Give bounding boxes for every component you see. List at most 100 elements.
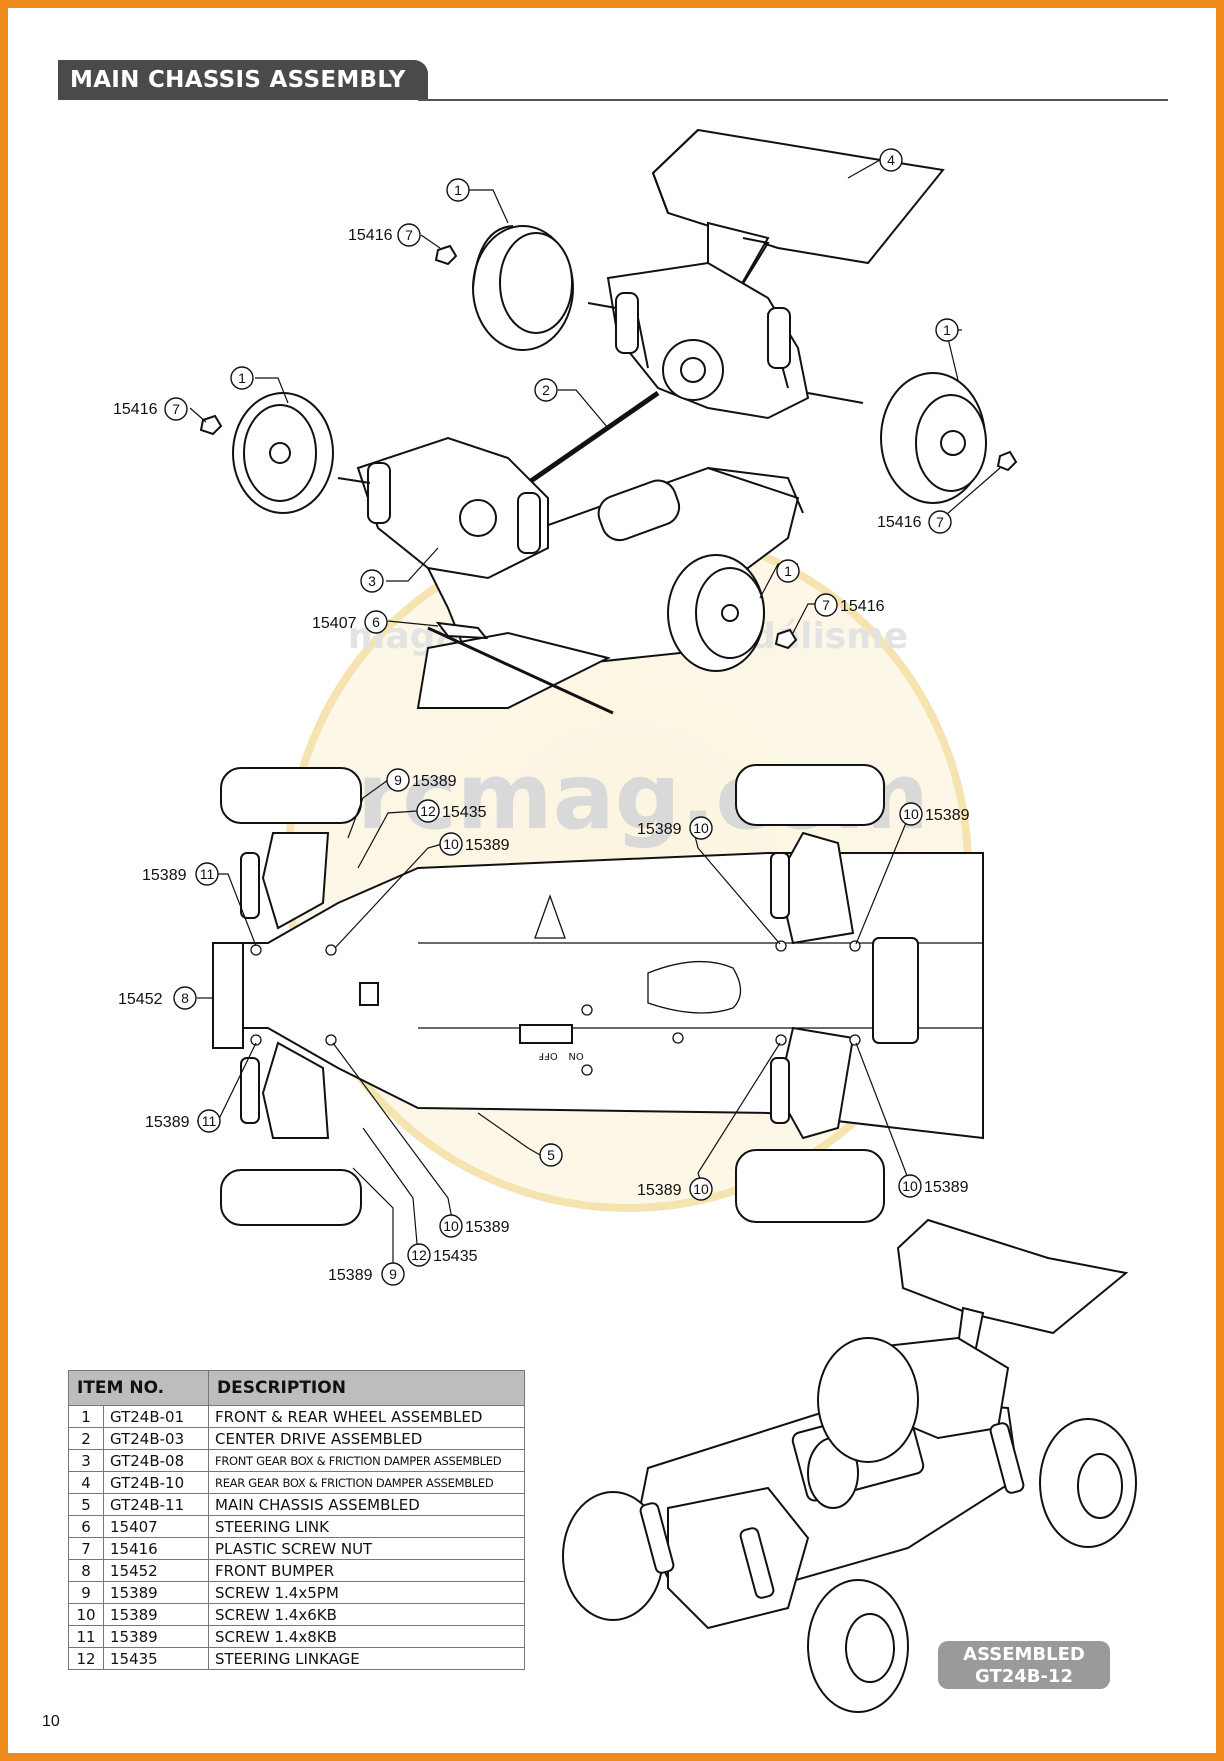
- assembled-wing: [896, 1218, 1129, 1335]
- svg-text:9: 9: [394, 772, 402, 788]
- svg-text:8: 8: [181, 990, 189, 1006]
- switch-off-label: OFF: [538, 1050, 558, 1061]
- front-right-arm: [261, 1041, 330, 1139]
- callout-10-top-rear-left: 15389 10: [637, 816, 713, 840]
- svg-text:2: 2: [542, 382, 550, 398]
- row-description: FRONT BUMPER: [208, 1559, 525, 1582]
- steering-link: [435, 621, 489, 640]
- svg-text:7: 7: [822, 597, 830, 613]
- shock: [240, 852, 260, 919]
- svg-text:15389: 15389: [465, 837, 510, 854]
- table-row: 4 GT24B-10 REAR GEAR BOX & FRICTION DAMP…: [68, 1471, 525, 1494]
- table-row: 9 15389 SCREW 1.4x5PM: [68, 1581, 525, 1604]
- underside-view: OFF ON: [212, 764, 984, 1226]
- wheel-front-right: [667, 554, 765, 672]
- svg-text:10: 10: [902, 1178, 918, 1194]
- screws: [250, 940, 861, 1076]
- svg-text:10: 10: [443, 1218, 459, 1234]
- svg-text:6: 6: [372, 614, 380, 630]
- assembled-badge-line2: GT24B-12: [974, 1666, 1074, 1687]
- table-row: 12 15435 STEERING LINKAGE: [68, 1647, 525, 1670]
- svg-text:1: 1: [943, 322, 951, 338]
- shock: [770, 852, 790, 919]
- wheel-rear-top: [735, 764, 885, 826]
- table-row: 2 GT24B-03 CENTER DRIVE ASSEMBLED: [68, 1427, 525, 1450]
- header-description: DESCRIPTION: [208, 1370, 525, 1406]
- table-row: 7 15416 PLASTIC SCREW NUT: [68, 1537, 525, 1560]
- callout-1-rear-left: 1: [446, 178, 470, 202]
- center-drive-shaft: [526, 390, 660, 486]
- svg-text:12: 12: [411, 1247, 427, 1263]
- row-description: SCREW 1.4x8KB: [208, 1625, 525, 1648]
- svg-text:15389: 15389: [637, 1182, 682, 1199]
- svg-text:15416: 15416: [348, 227, 393, 244]
- wheel-front-top: [220, 767, 362, 824]
- svg-text:5: 5: [547, 1147, 555, 1163]
- svg-text:15389: 15389: [925, 807, 970, 824]
- callout-1-front-right: 1: [776, 559, 800, 583]
- callout-2-center-drive: 2: [534, 378, 558, 402]
- row-item: 15407: [103, 1515, 209, 1538]
- row-description: MAIN CHASSIS ASSEMBLED: [208, 1493, 525, 1516]
- assembled-badge: ASSEMBLED GT24B-12: [938, 1641, 1110, 1689]
- svg-text:15389: 15389: [145, 1114, 190, 1131]
- callout-10-bottom-rear-left: 15389 10: [637, 1177, 713, 1201]
- callout-9-bottom: 15389 9: [328, 1262, 405, 1286]
- row-description: SCREW 1.4x5PM: [208, 1581, 525, 1604]
- callout-3-front-gearbox: 3: [360, 569, 384, 593]
- nut: [199, 414, 223, 436]
- rib-triangle: [534, 894, 566, 939]
- power-switch: [519, 1024, 573, 1044]
- assembled-badge-line1: ASSEMBLED: [963, 1644, 1085, 1665]
- underside-callouts: 9 15389 12 15435 10 15389 15389 11 15452: [118, 768, 970, 1286]
- section-title: MAIN CHASSIS ASSEMBLY: [58, 60, 428, 100]
- svg-text:7: 7: [405, 227, 413, 243]
- shock: [770, 1057, 790, 1124]
- table-row: 10 15389 SCREW 1.4x6KB: [68, 1603, 525, 1626]
- row-num: 2: [68, 1427, 104, 1450]
- callout-10-bottom-rear-right: 10 15389: [898, 1174, 969, 1198]
- row-description: STEERING LINK: [208, 1515, 525, 1538]
- row-item: 15389: [103, 1625, 209, 1648]
- table-row: 5 GT24B-11 MAIN CHASSIS ASSEMBLED: [68, 1493, 525, 1516]
- row-description: STEERING LINKAGE: [208, 1647, 525, 1670]
- header-item-no: ITEM NO.: [68, 1370, 209, 1406]
- svg-text:15389: 15389: [412, 773, 457, 790]
- wheel-front-left: [232, 392, 334, 514]
- callout-4-rear-wing: 4: [879, 148, 903, 172]
- row-description: FRONT GEAR BOX & FRICTION DAMPER ASSEMBL…: [208, 1449, 525, 1472]
- callout-12-top: 12 15435: [416, 799, 487, 823]
- svg-text:15389: 15389: [142, 867, 187, 884]
- table-row: 3 GT24B-08 FRONT GEAR BOX & FRICTION DAM…: [68, 1449, 525, 1472]
- svg-text:15389: 15389: [924, 1179, 969, 1196]
- page-number: 10: [42, 1713, 60, 1730]
- front-left-arm: [261, 832, 330, 930]
- callout-9-top: 9 15389: [386, 768, 457, 792]
- svg-text:1: 1: [238, 370, 246, 386]
- header-rule: [418, 99, 1168, 101]
- row-item: 15389: [103, 1603, 209, 1626]
- front-gearbox: [337, 436, 549, 580]
- callout-7-front-left-nut: 15416 7: [113, 397, 188, 421]
- svg-text:7: 7: [172, 401, 180, 417]
- table-row: 8 15452 FRONT BUMPER: [68, 1559, 525, 1582]
- row-num: 10: [68, 1603, 104, 1626]
- callout-7-rear-left-nut: 15416 7: [348, 223, 421, 247]
- row-num: 8: [68, 1559, 104, 1582]
- table-header-row: ITEM NO. DESCRIPTION: [68, 1370, 525, 1406]
- row-num: 9: [68, 1581, 104, 1604]
- callout-1-rear-right: 1: [935, 318, 959, 342]
- row-num: 12: [68, 1647, 104, 1670]
- svg-text:15389: 15389: [328, 1267, 373, 1284]
- svg-text:15435: 15435: [433, 1248, 478, 1265]
- row-description: SCREW 1.4x6KB: [208, 1603, 525, 1626]
- svg-text:10: 10: [443, 836, 459, 852]
- callout-12-bottom: 12 15435: [407, 1243, 478, 1267]
- row-num: 3: [68, 1449, 104, 1472]
- row-item: GT24B-10: [103, 1471, 209, 1494]
- svg-text:4: 4: [887, 152, 895, 168]
- callout-10-bottom-front: 10 15389: [439, 1214, 510, 1238]
- row-item: 15452: [103, 1559, 209, 1582]
- callout-1-front-left: 1: [230, 366, 254, 390]
